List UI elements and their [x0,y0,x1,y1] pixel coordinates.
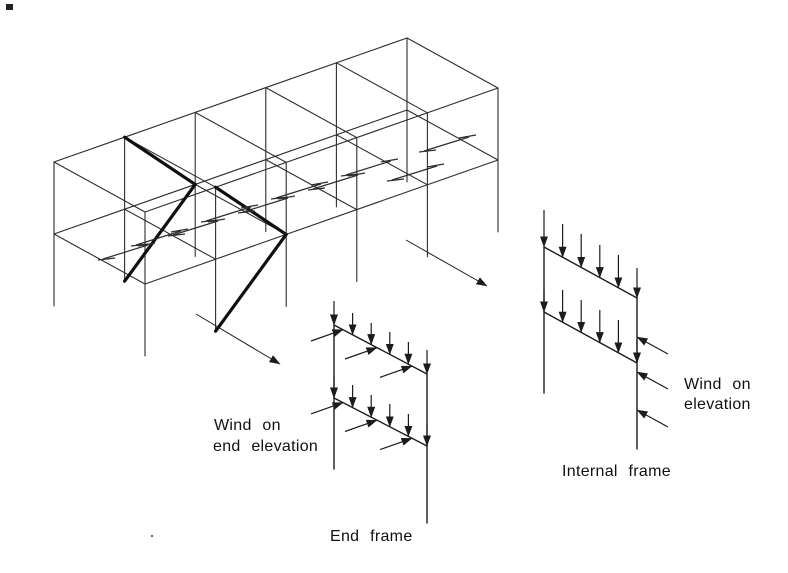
wind-on-elevation-label-line2: elevation [684,396,751,413]
internal-frame-wind-arrows [636,336,669,428]
internal-frame-caption: Internal frame [562,463,671,480]
beam-line [53,37,408,163]
building-columns [53,37,499,357]
beam-line [406,37,499,89]
brace-line [122,182,197,283]
beam-line [53,161,146,213]
labels: Wind on end elevation End frame Wind on … [213,376,751,545]
wind-arrow [310,329,344,342]
leader-arrow-to-end-frame [195,313,281,365]
zigzag-symbol [340,158,399,177]
end-frame-wind-arrows [310,329,413,451]
internal-frame-vertical-load-arrows [540,210,641,364]
wind-arrow [310,402,344,415]
roof-beams [53,37,499,213]
wall-bracing [122,135,288,333]
wind-arrow [636,409,669,428]
wind-on-elevation-label-line1: Wind on [684,376,751,393]
wind-arrow [379,437,413,451]
beam-line [335,134,428,186]
scan-artifact [6,4,13,10]
end-frame-caption: End frame [330,528,413,545]
wind-arrow [379,365,413,378]
end-frame-top-beam [333,324,428,375]
scan-artifact [150,534,154,538]
leader-arrows [195,239,488,365]
beam-line [53,233,146,285]
beam-line [194,111,287,163]
beam-line [53,109,408,235]
zigzag-symbol [200,204,259,223]
brace-line [214,185,288,236]
beam-line [144,159,499,285]
end-frame-diagram [310,301,431,524]
beam-line [335,62,428,114]
internal-frame-top-beam [543,246,638,299]
end-frame-mid-beam [333,397,428,447]
building-isometric [53,37,499,357]
internal-frame-mid-beam [543,311,638,364]
leader-arrow-to-internal-frame [405,239,488,287]
wind-arrow [636,336,669,355]
floor-beams [53,109,499,285]
wind-on-end-elevation-label-line1: Wind on [214,417,281,434]
zigzag-symbol [270,181,329,200]
internal-frame-diagram [540,210,669,450]
beam-line [265,87,358,139]
wind-arrow [344,347,378,360]
wind-arrow [636,371,669,390]
end-frame-members [333,324,428,524]
wind-on-end-elevation-label-line2: end elevation [213,438,318,455]
brace-line [122,135,197,186]
internal-frame-members [543,246,638,450]
zigzag-symbol [167,218,226,237]
beam-line [144,87,499,213]
brace-line [214,232,288,333]
end-frame-vertical-load-arrows [330,301,431,447]
wind-arrow [344,419,378,433]
beam-line [406,109,499,161]
